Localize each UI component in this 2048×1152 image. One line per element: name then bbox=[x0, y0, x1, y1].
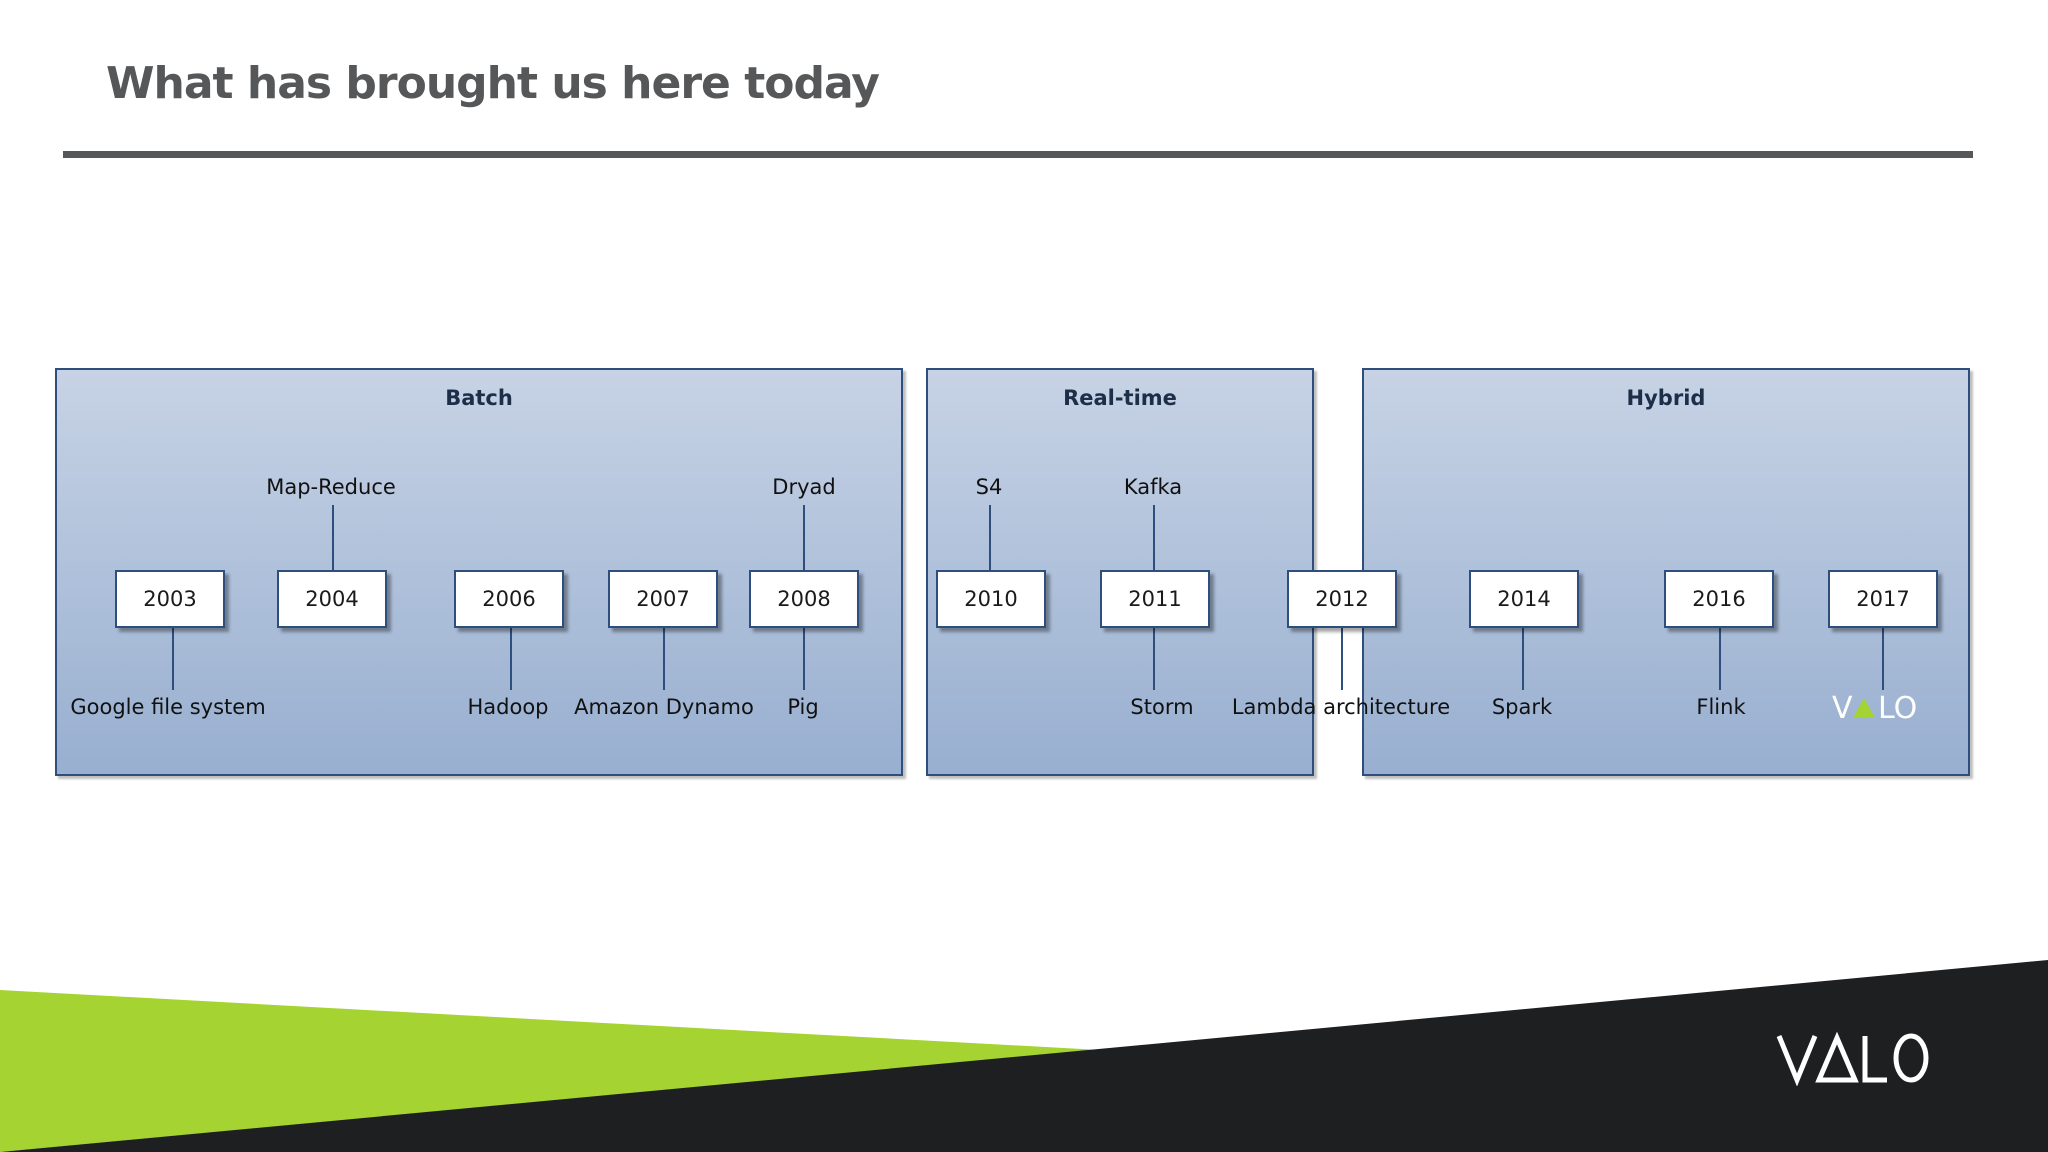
label-spark: Spark bbox=[1491, 695, 1553, 719]
year-box-2008: 2008 bbox=[749, 570, 859, 628]
year-box-2011: 2011 bbox=[1100, 570, 1210, 628]
year-label: 2017 bbox=[1856, 587, 1910, 611]
year-label: 2010 bbox=[964, 587, 1018, 611]
label-flink: Flink bbox=[1696, 695, 1746, 719]
year-label: 2006 bbox=[482, 587, 536, 611]
year-box-2003: 2003 bbox=[115, 570, 225, 628]
year-box-2006: 2006 bbox=[454, 570, 564, 628]
label-storm: Storm bbox=[1130, 695, 1194, 719]
label-s4: S4 bbox=[975, 475, 1003, 499]
panel-title-real-time: Real-time bbox=[1063, 386, 1177, 410]
label-amazon-dynamo: Amazon Dynamo bbox=[574, 695, 754, 719]
year-label: 2014 bbox=[1497, 587, 1551, 611]
connector-2016-down bbox=[1719, 628, 1721, 690]
connector-2007-down bbox=[663, 628, 665, 690]
year-label: 2003 bbox=[143, 587, 197, 611]
year-label: 2004 bbox=[305, 587, 359, 611]
svg-text:LO: LO bbox=[1878, 691, 1917, 724]
valo-logo bbox=[1776, 1031, 1929, 1086]
connector-2008-down bbox=[803, 628, 805, 690]
year-label: 2008 bbox=[777, 587, 831, 611]
connector-2008-up bbox=[803, 505, 805, 570]
label-hadoop: Hadoop bbox=[467, 695, 549, 719]
title-divider bbox=[63, 151, 1973, 158]
footer-dark-band bbox=[0, 960, 2048, 1152]
svg-text:V: V bbox=[1832, 691, 1853, 724]
connector-2017-down bbox=[1882, 628, 1884, 690]
year-label: 2007 bbox=[636, 587, 690, 611]
year-label: 2016 bbox=[1692, 587, 1746, 611]
label-kafka: Kafka bbox=[1123, 475, 1183, 499]
connector-2006-down bbox=[510, 628, 512, 690]
connector-2004-up bbox=[332, 505, 334, 570]
year-box-2004: 2004 bbox=[277, 570, 387, 628]
year-box-2007: 2007 bbox=[608, 570, 718, 628]
year-box-2016: 2016 bbox=[1664, 570, 1774, 628]
connector-2010-up bbox=[989, 505, 991, 570]
panel-title-batch: Batch bbox=[445, 386, 513, 410]
label-lambda-architecture: Lambda architecture bbox=[1231, 695, 1451, 719]
slide-title: What has brought us here today bbox=[106, 58, 880, 109]
year-label: 2012 bbox=[1315, 587, 1369, 611]
year-box-2017: 2017 bbox=[1828, 570, 1938, 628]
label-dryad: Dryad bbox=[772, 475, 836, 499]
connector-2012-down bbox=[1341, 628, 1343, 690]
connector-2011-up bbox=[1153, 505, 1155, 570]
footer-green-band bbox=[0, 990, 1100, 1152]
connector-2003-down bbox=[172, 628, 174, 690]
label-map-reduce: Map-Reduce bbox=[266, 475, 396, 499]
year-box-2012: 2012 bbox=[1287, 570, 1397, 628]
year-box-2014: 2014 bbox=[1469, 570, 1579, 628]
label-pig: Pig bbox=[787, 695, 819, 719]
panel-title-hybrid: Hybrid bbox=[1626, 386, 1706, 410]
connector-2014-down bbox=[1522, 628, 1524, 690]
valo-logo-small: V LO bbox=[1832, 691, 1917, 724]
label-google-file-system: Google file system bbox=[70, 695, 266, 719]
year-label: 2011 bbox=[1128, 587, 1182, 611]
year-box-2010: 2010 bbox=[936, 570, 1046, 628]
connector-2011-down bbox=[1153, 628, 1155, 690]
